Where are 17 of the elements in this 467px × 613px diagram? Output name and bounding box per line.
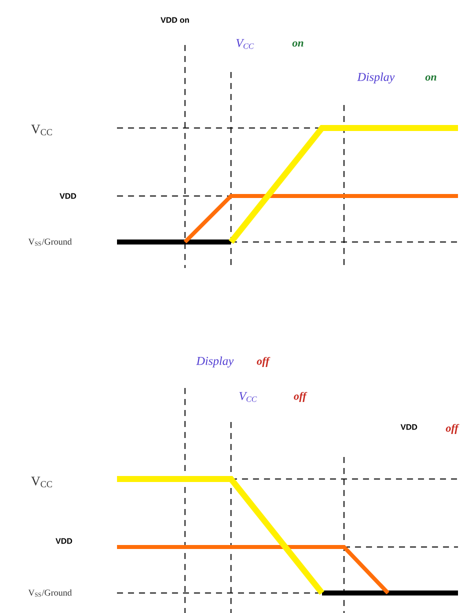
event-label: V$_{CC}$ xyxy=(239,392,257,402)
signal-label: V$_{CC}$ xyxy=(31,476,52,488)
event-label: off xyxy=(294,392,308,402)
event-label: V$_{CC}$ xyxy=(236,39,254,49)
event-label: on xyxy=(425,75,436,81)
event-label: off xyxy=(446,424,460,434)
event-label: off xyxy=(256,356,270,368)
event-label: VDD on xyxy=(160,17,189,23)
event-label: Display xyxy=(196,356,234,368)
signal-label: VDD xyxy=(56,538,72,544)
event-label: on xyxy=(292,41,304,47)
event-label: Display xyxy=(357,72,395,84)
signal-label: V$_{SS}$/Ground xyxy=(28,589,72,597)
signal-label: V$_{SS}$/Ground xyxy=(28,238,72,246)
event-label: VDD xyxy=(400,424,418,430)
signal-label: V$_{CC}$ xyxy=(31,124,52,136)
signal-label: VDD xyxy=(60,193,76,199)
